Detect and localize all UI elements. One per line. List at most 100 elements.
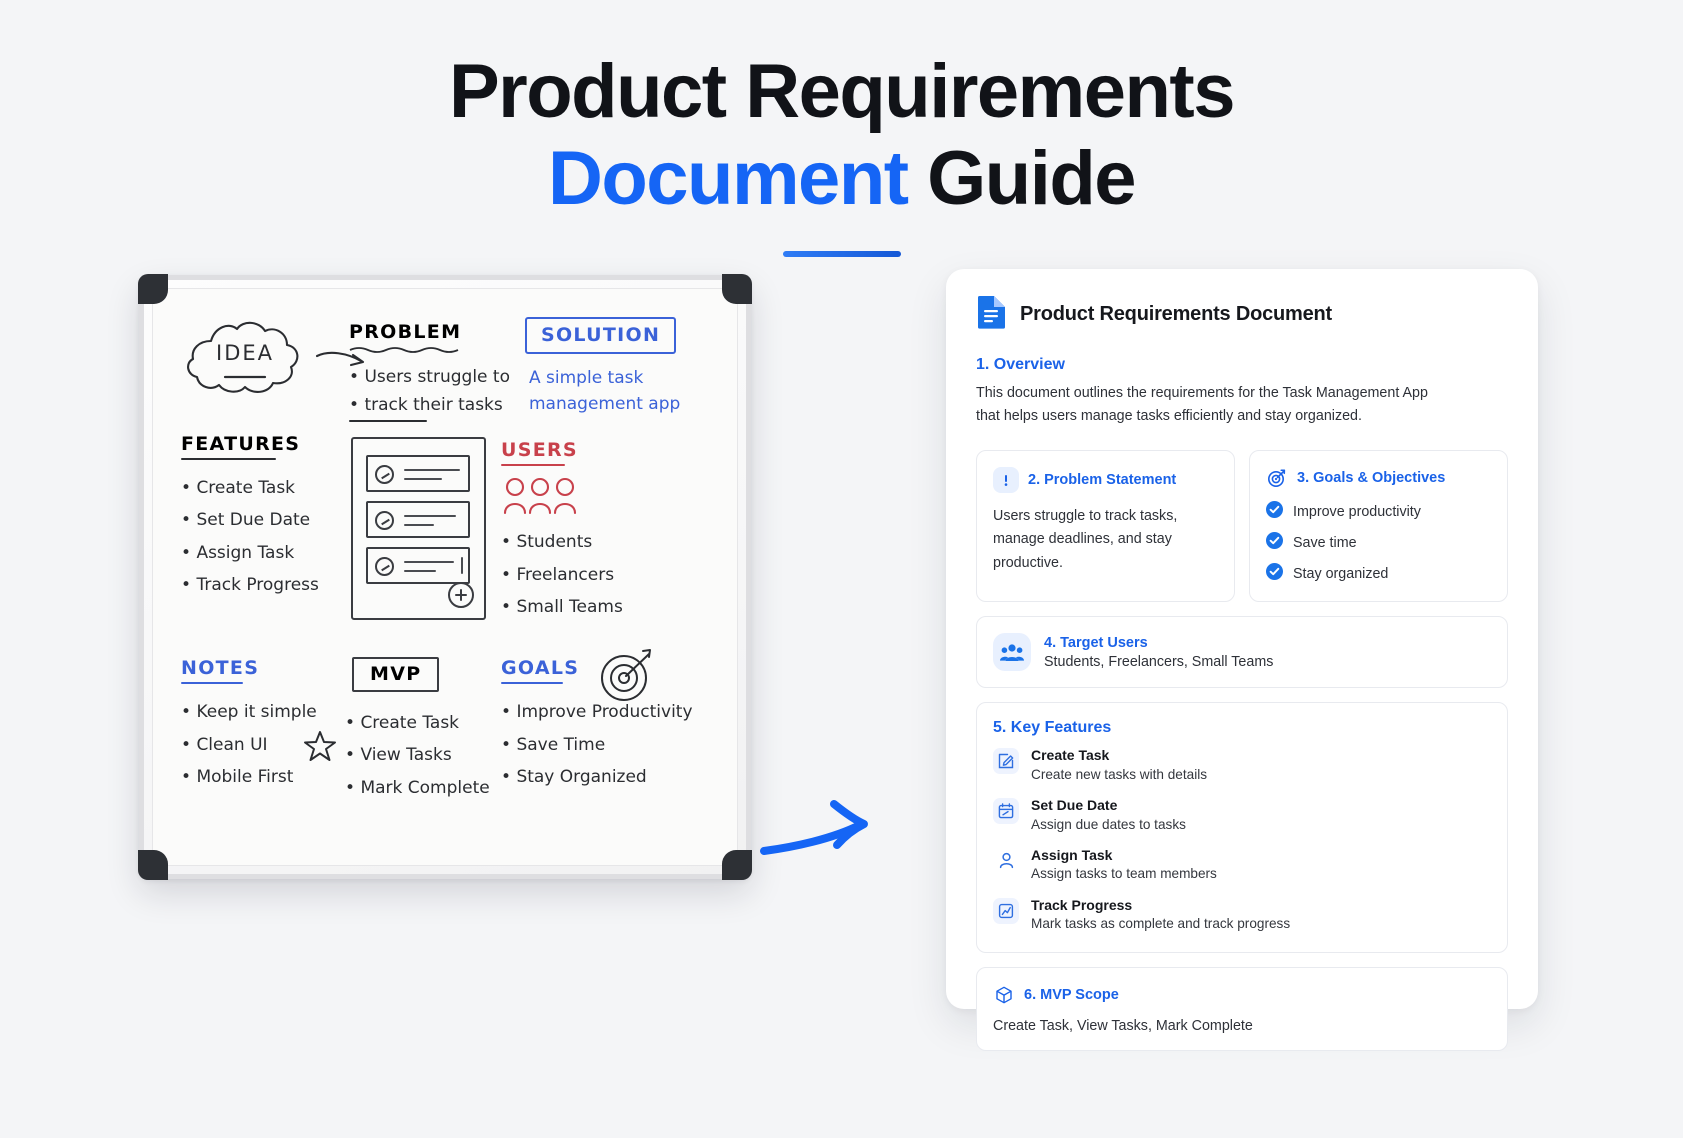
feature-name: Create Task [1031,747,1110,764]
users-item: Students [501,526,623,558]
goals-objectives-card: 3. Goals & Objectives Improve productivi… [1249,450,1508,603]
goal-item: Stay organized [1266,563,1491,585]
wireframe-cursor [461,556,463,574]
idea-cloud: IDEA [181,311,309,399]
notes-underline [181,681,243,685]
mvp-list: Create Task View Tasks Mark Complete [345,707,490,804]
page-title-line2: Document Guide [0,136,1683,221]
goals-underline [501,681,563,685]
users-underline [501,463,565,467]
overview-section: 1. Overview This document outlines the r… [976,356,1508,428]
goals-item: Improve Productivity [501,696,692,728]
problem-statement-header: 2. Problem Statement [993,467,1218,494]
goals-item: Stay Organized [501,761,693,793]
feature-desc: Assign due dates to tasks [1031,816,1186,832]
whiteboard-corner-top-left [138,273,168,304]
chart-icon [993,897,1019,924]
wireframe-line [404,560,454,563]
title-underline-accent [782,250,901,257]
solution-heading: SOLUTION [541,323,661,346]
notes-heading: NOTES [181,656,260,679]
wireframe-line [404,569,436,572]
problem-goals-row: 2. Problem Statement Users struggle to t… [976,450,1508,603]
goals-heading: GOALS [501,656,580,679]
feature-name: Set Due Date [1031,797,1118,814]
mvp-heading: MVP [370,662,422,685]
wireframe-check-icon [375,556,394,576]
target-users-heading: 4. Target Users [1044,634,1148,651]
target-users-body: Students, Freelancers, Small Teams [1044,653,1274,670]
problem-statement-heading: 2. Problem Statement [1028,472,1177,489]
solution-box: SOLUTION [525,316,677,354]
overview-heading: 1. Overview [976,355,1065,373]
goal-label: Improve productivity [1293,504,1421,521]
users-group-icon [993,633,1031,672]
whiteboard-surface: IDEA PROBLEM Users struggle to track the… [152,287,738,866]
problem-line2: track their tasks [349,391,510,419]
overview-line1: This document outlines the requirements … [976,384,1428,401]
mvp-box: MVP [352,656,440,692]
mvp-scope-card: 6. MVP Scope Create Task, View Tasks, Ma… [976,966,1508,1051]
users-heading: USERS [501,438,578,461]
key-features-list: Create Task Create new tasks with detail… [993,747,1491,933]
feature-desc: Mark tasks as complete and track progres… [1031,916,1291,932]
goals-item: Save Time [501,729,693,761]
feature-desc: Assign tasks to team members [1031,866,1217,882]
cube-icon [993,984,1015,1006]
page-header: Product Requirements Document Guide [0,0,1683,257]
whiteboard-sketch: IDEA PROBLEM Users struggle to track the… [138,273,752,880]
person-icon [993,848,1019,874]
wireframe-task-row [366,546,470,584]
edit-square-icon [993,748,1019,775]
check-circle-icon [1266,501,1283,523]
overview-line2: that helps users manage tasks efficientl… [976,408,1362,425]
mvp-scope-heading: 6. MVP Scope [1024,986,1119,1003]
solution-line1: A simple task [529,367,644,388]
check-circle-icon [1266,563,1283,585]
problem-statement-body: Users struggle to track tasks, manage de… [993,508,1178,571]
problem-section: PROBLEM Users struggle to track their ta… [349,321,510,422]
problem-heading: PROBLEM [349,320,462,343]
solution-body: A simple task management app [529,365,689,418]
features-item: Track Progress [181,569,318,601]
features-section: FEATURES Create Task Set Due Date Assign… [181,433,319,601]
prd-document-panel: Product Requirements Document 1. Overvie… [946,268,1538,1051]
solution-line2: management app [529,394,681,415]
feature-name: Track Progress [1031,896,1133,913]
goal-item: Save time [1266,532,1491,554]
feature-row: Assign Task Assign tasks to team members [993,847,1491,884]
wireframe-task-row [366,500,470,538]
problem-line1: Users struggle to [349,363,510,391]
feature-row: Create Task Create new tasks with detail… [993,747,1491,784]
check-circle-icon [1266,532,1283,554]
wireframe-line [404,477,442,480]
features-heading: FEATURES [181,432,301,455]
calendar-icon [993,798,1019,825]
star-doodle-icon [303,729,337,768]
idea-label: IDEA [216,340,274,365]
page-title-line1: Product Requirements [448,49,1236,134]
key-features-card: 5. Key Features Create Task Create new t… [976,702,1508,953]
features-item: Set Due Date [181,504,319,536]
page-title-accent: Document [547,135,909,221]
notes-item: Keep it simple [181,696,316,728]
users-people-icon [503,478,577,515]
problem-underline [349,347,459,353]
target-icon [1266,467,1288,489]
wireframe-task-row [366,454,470,492]
goals-objectives-heading: 3. Goals & Objectives [1297,470,1446,487]
transform-arrow-icon [760,795,885,872]
features-item: Assign Task [181,537,319,569]
page-title-rest: Guide [907,135,1136,221]
users-item: Small Teams [501,591,622,623]
wireframe-add-button-icon [448,581,474,608]
goal-label: Stay organized [1293,566,1389,583]
mvp-item: View Tasks [345,739,490,771]
whiteboard-corner-bottom-left [138,849,168,880]
content-stage: IDEA PROBLEM Users struggle to track the… [0,257,1683,1087]
wireframe-check-icon [375,464,394,484]
mvp-item: Create Task [345,707,490,739]
document-title: Product Requirements Document [1020,302,1333,325]
whiteboard-corner-top-right [722,273,752,304]
notes-item: Mobile First [181,761,317,793]
